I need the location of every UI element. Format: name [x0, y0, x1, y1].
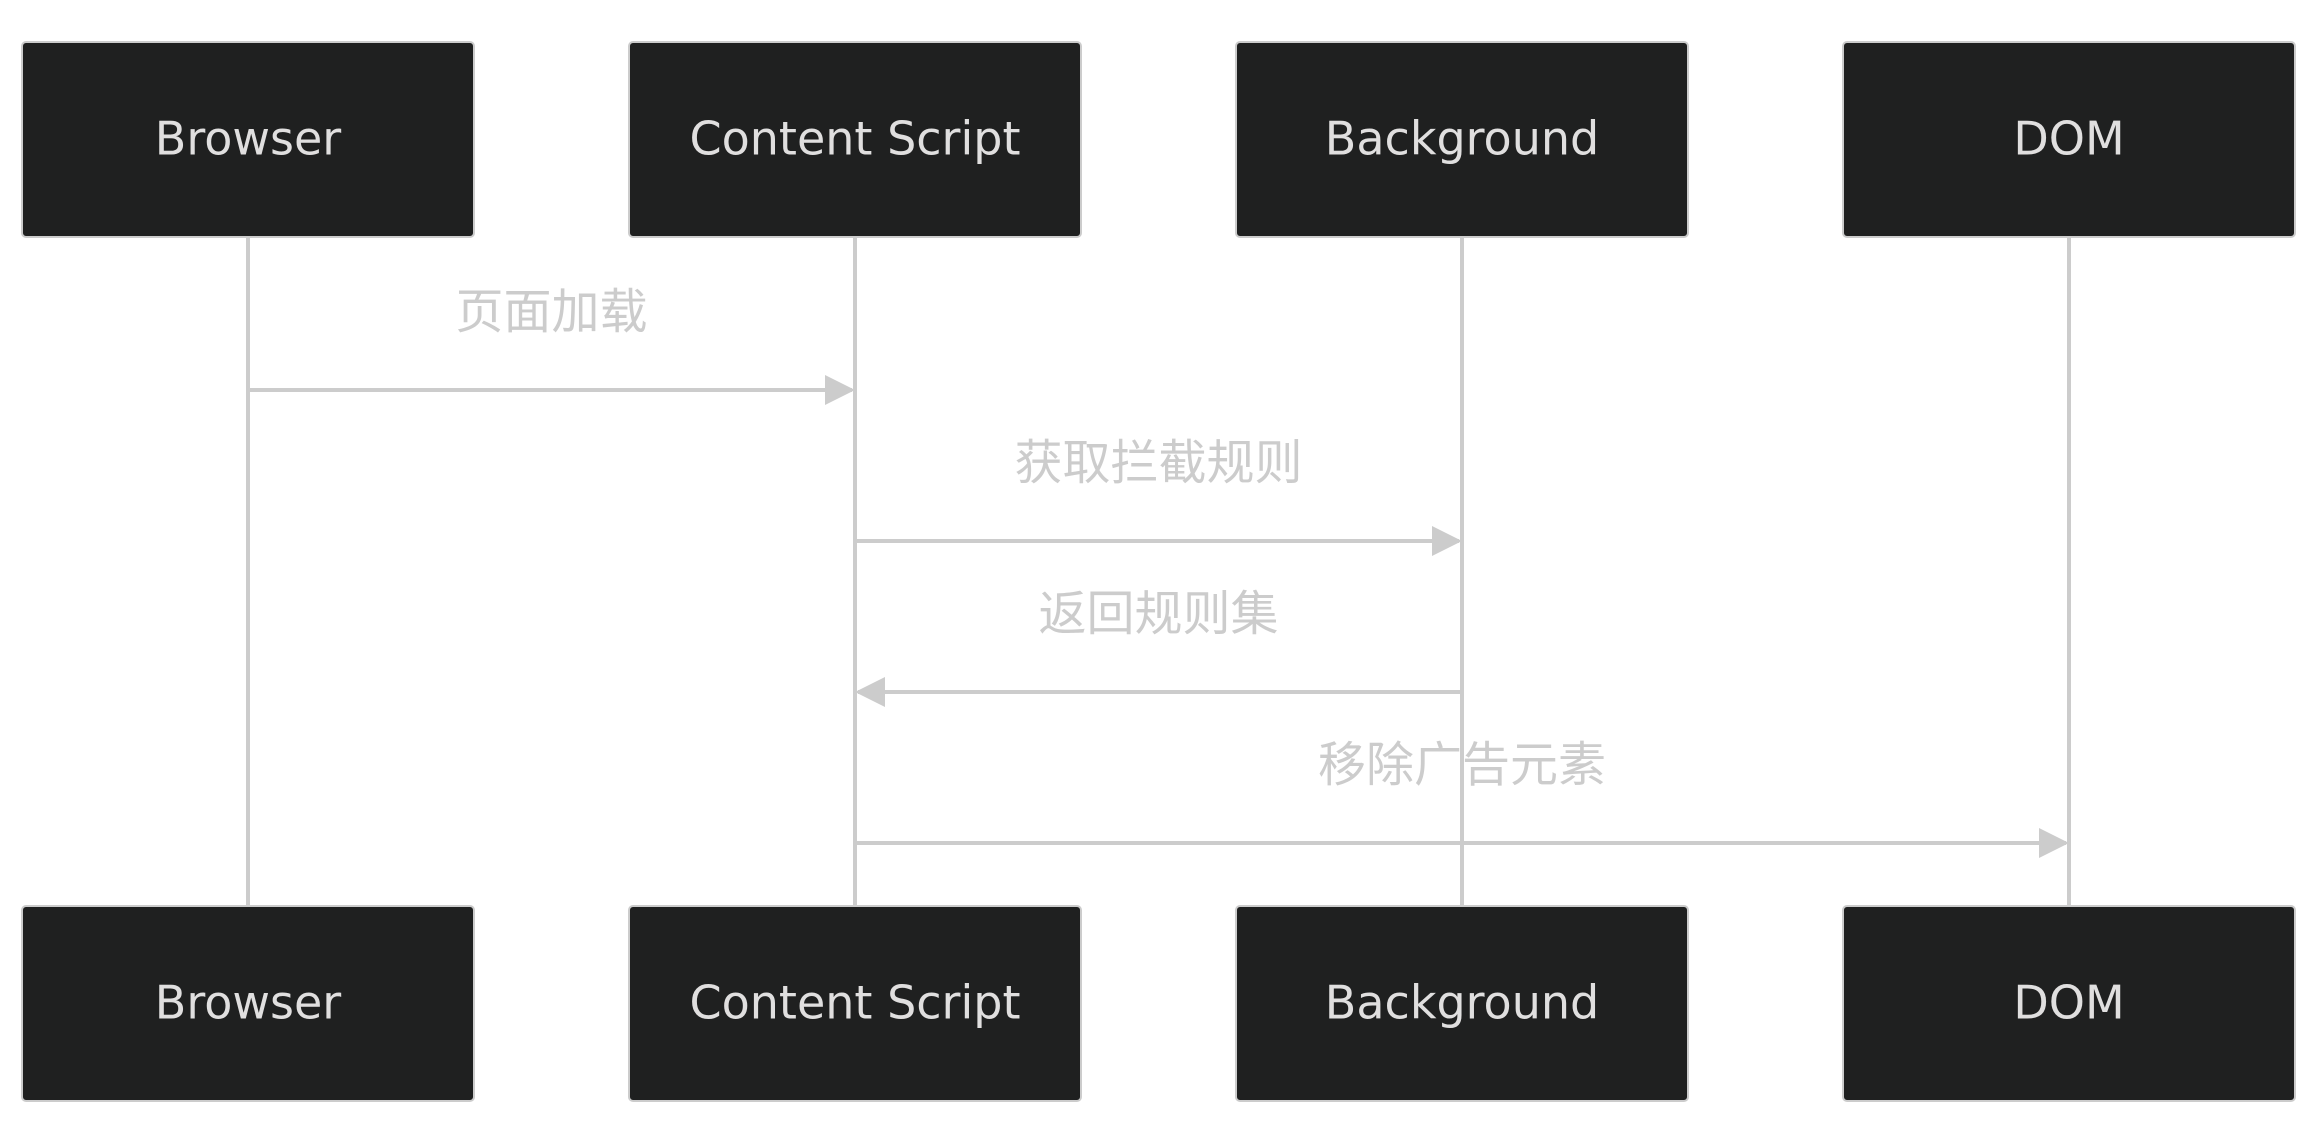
- lifelines: [246, 237, 2071, 906]
- actor-box: [1842, 41, 2296, 238]
- message-label: 页面加载: [455, 284, 647, 340]
- actor-dom-bottom: DOM: [1842, 905, 2296, 1102]
- actor-label: Background: [1325, 112, 1599, 166]
- message-2: 获取拦截规则: [855, 435, 1462, 556]
- actor-label: Background: [1325, 976, 1599, 1030]
- actors-top: Browser Content Script Background DOM: [21, 41, 2296, 238]
- actor-label: DOM: [2013, 976, 2124, 1030]
- actor-box: [21, 905, 475, 1102]
- actor-box: [628, 905, 1082, 1102]
- actor-box: [1235, 41, 1689, 238]
- actor-content-bottom: Content Script: [628, 905, 1082, 1102]
- actor-box: [1235, 905, 1689, 1102]
- message-1: 页面加载: [248, 284, 855, 405]
- actor-box: [21, 41, 475, 238]
- message-label: 返回规则集: [1038, 586, 1278, 642]
- actors-bottom: Browser Content Script Background DOM: [21, 905, 2296, 1102]
- message-4: 移除广告元素: [855, 737, 2069, 858]
- actor-label: Browser: [155, 112, 341, 166]
- actor-browser-bottom: Browser: [21, 905, 475, 1102]
- actor-content-top: Content Script: [628, 41, 1082, 238]
- actor-label: Browser: [155, 976, 341, 1030]
- message-3: 返回规则集: [855, 586, 1462, 707]
- actor-label: Content Script: [690, 112, 1021, 166]
- actor-dom-top: DOM: [1842, 41, 2296, 238]
- actor-label: Content Script: [690, 976, 1021, 1030]
- actor-browser-top: Browser: [21, 41, 475, 238]
- actor-box: [628, 41, 1082, 238]
- actor-background-top: Background: [1235, 41, 1689, 238]
- message-label: 移除广告元素: [1318, 737, 1606, 793]
- actor-label: DOM: [2013, 112, 2124, 166]
- actor-box: [1842, 905, 2296, 1102]
- actor-background-bottom: Background: [1235, 905, 1689, 1102]
- message-label: 获取拦截规则: [1014, 435, 1302, 491]
